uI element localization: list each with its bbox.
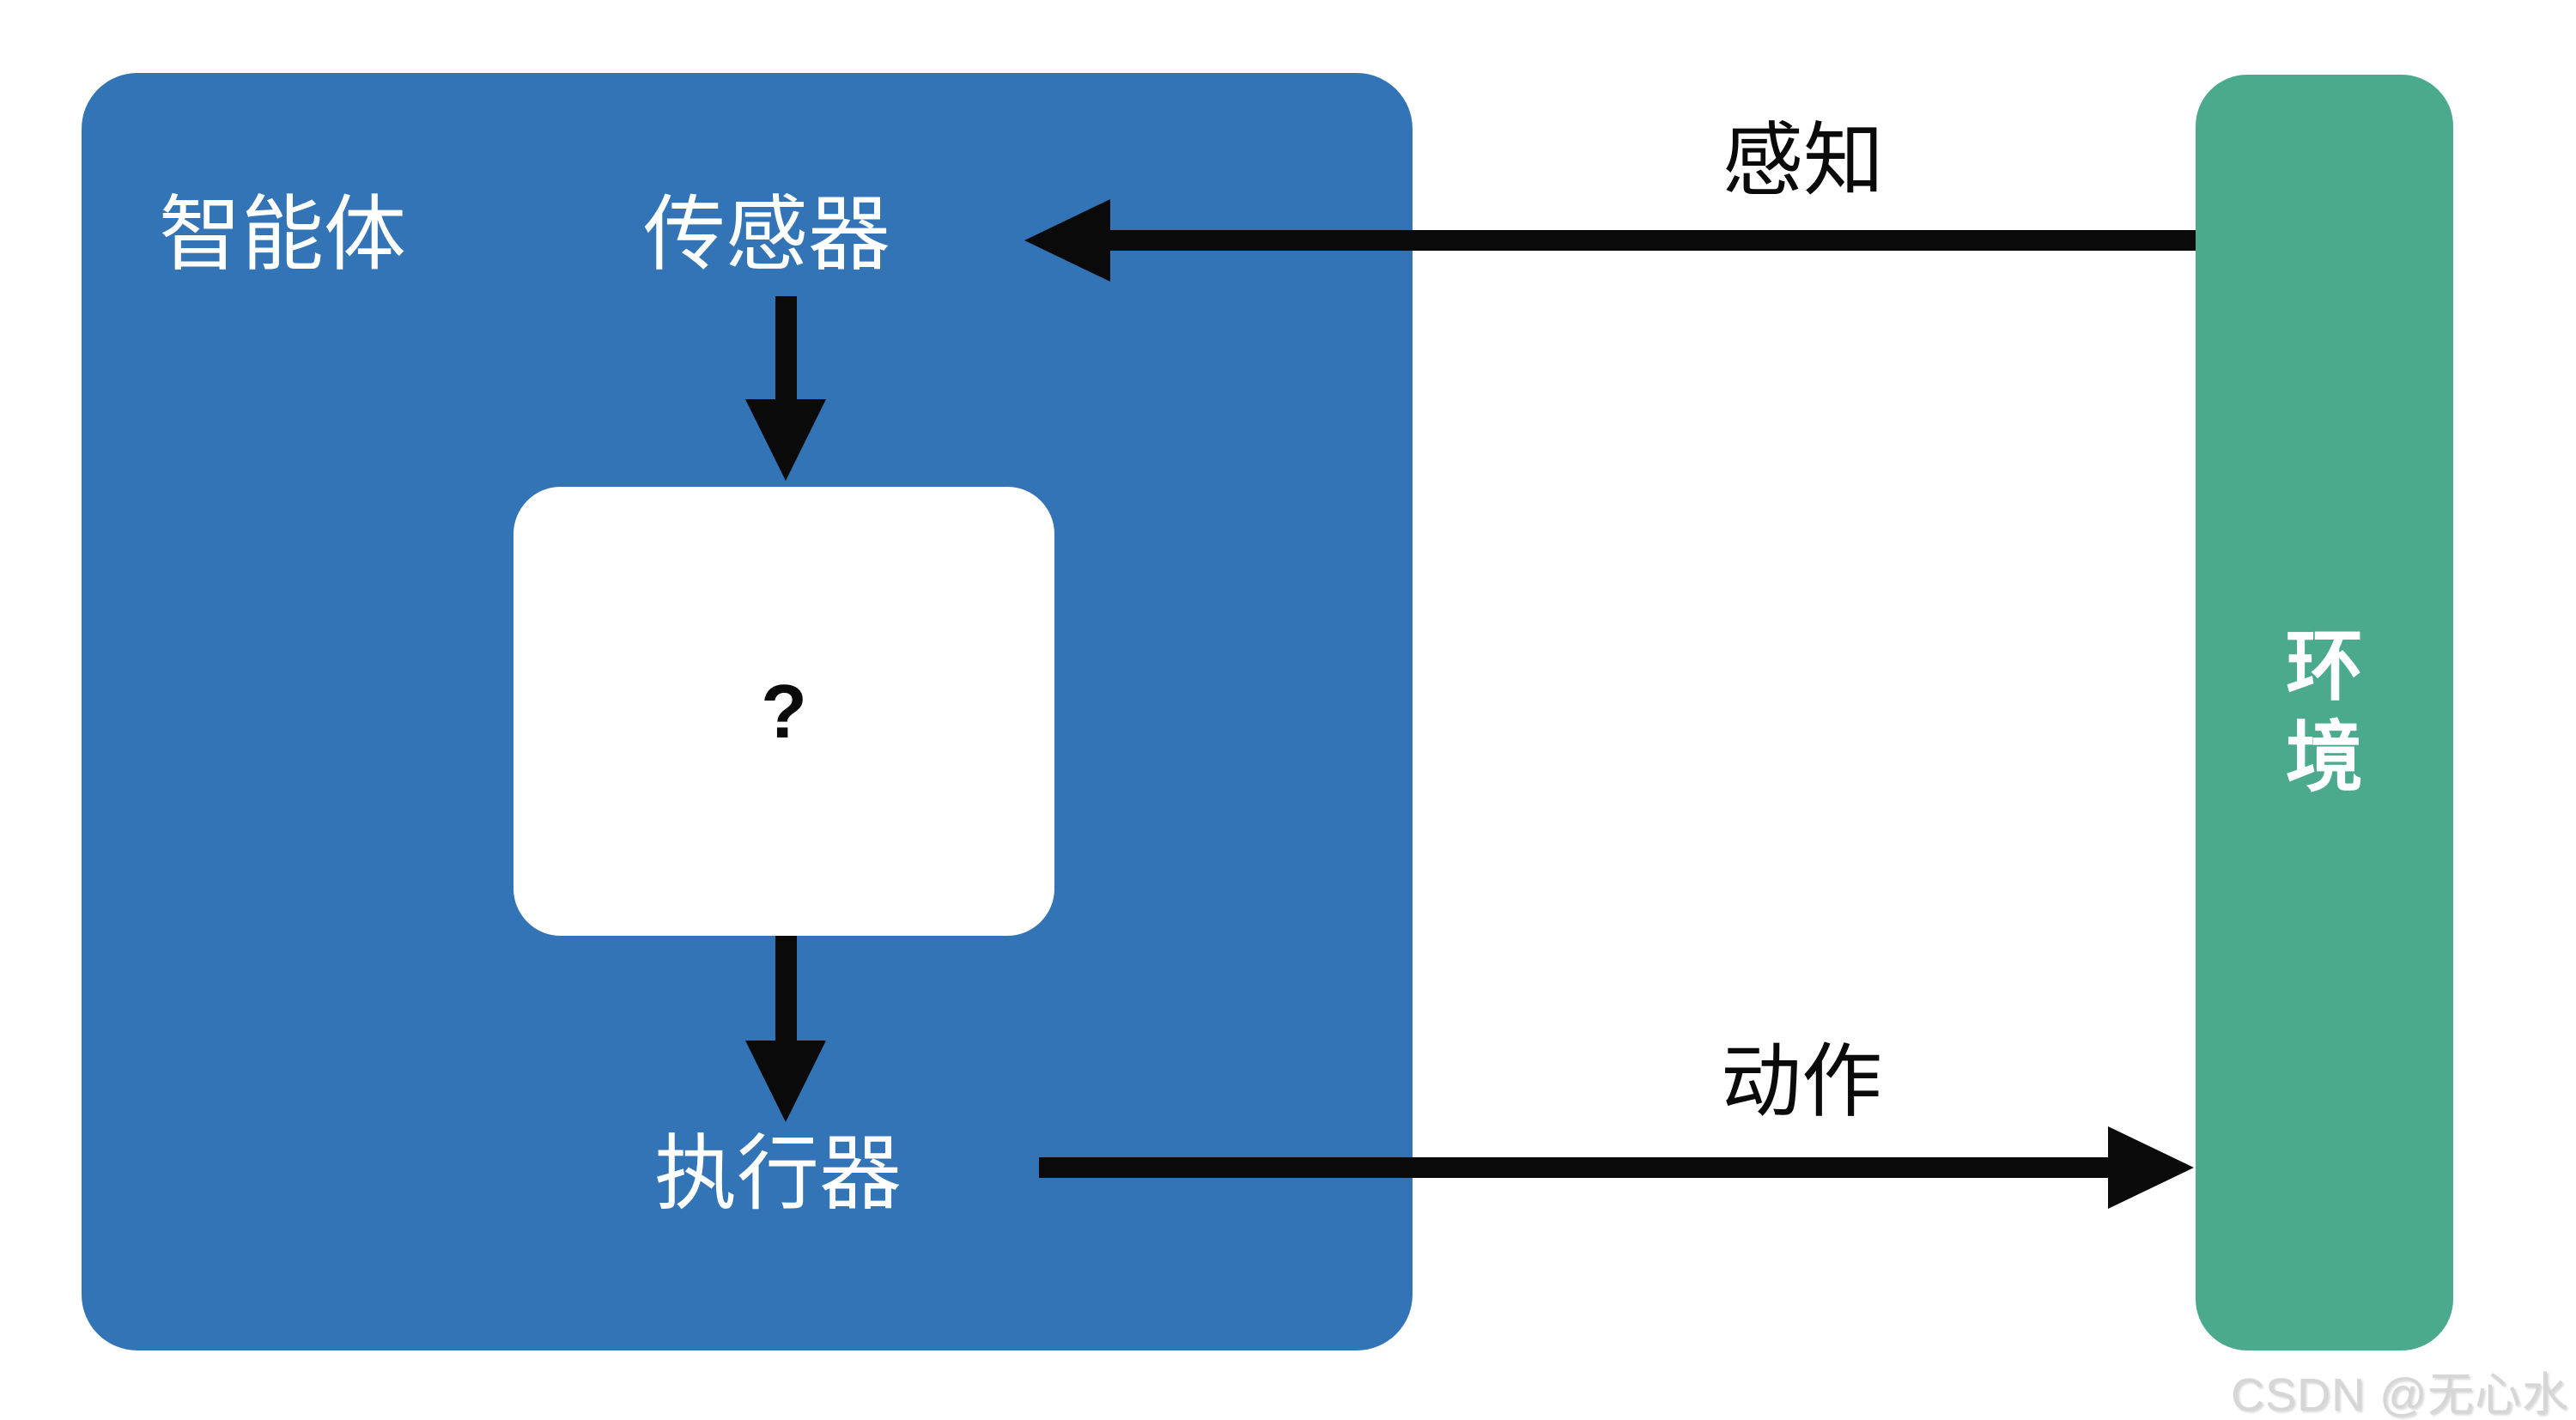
csdn-watermark: CSDN @无心水 xyxy=(2231,1369,2569,1420)
perception-arrow-label: 感知 xyxy=(1722,115,1885,205)
policy-to-actuator-line xyxy=(775,936,797,1047)
agent-label: 智能体 xyxy=(159,189,406,281)
action-arrow-line xyxy=(1039,1157,2112,1178)
perception-arrow-line xyxy=(1103,230,2196,251)
policy-question-mark: ? xyxy=(761,668,807,754)
sensor-to-policy-arrowhead-down-icon xyxy=(745,399,826,481)
perception-arrowhead-left-icon xyxy=(1024,199,1110,282)
policy-box: ? xyxy=(513,487,1054,936)
actuator-label: 执行器 xyxy=(654,1128,902,1220)
environment-label: 环境 xyxy=(2286,623,2363,801)
sensor-to-policy-line xyxy=(775,296,797,404)
action-arrow-label: 动作 xyxy=(1720,1036,1883,1126)
sensor-label: 传感器 xyxy=(643,189,890,281)
environment-box: 环境 xyxy=(2196,75,2453,1350)
action-arrowhead-right-icon xyxy=(2108,1126,2194,1209)
policy-to-actuator-arrowhead-down-icon xyxy=(745,1041,826,1122)
